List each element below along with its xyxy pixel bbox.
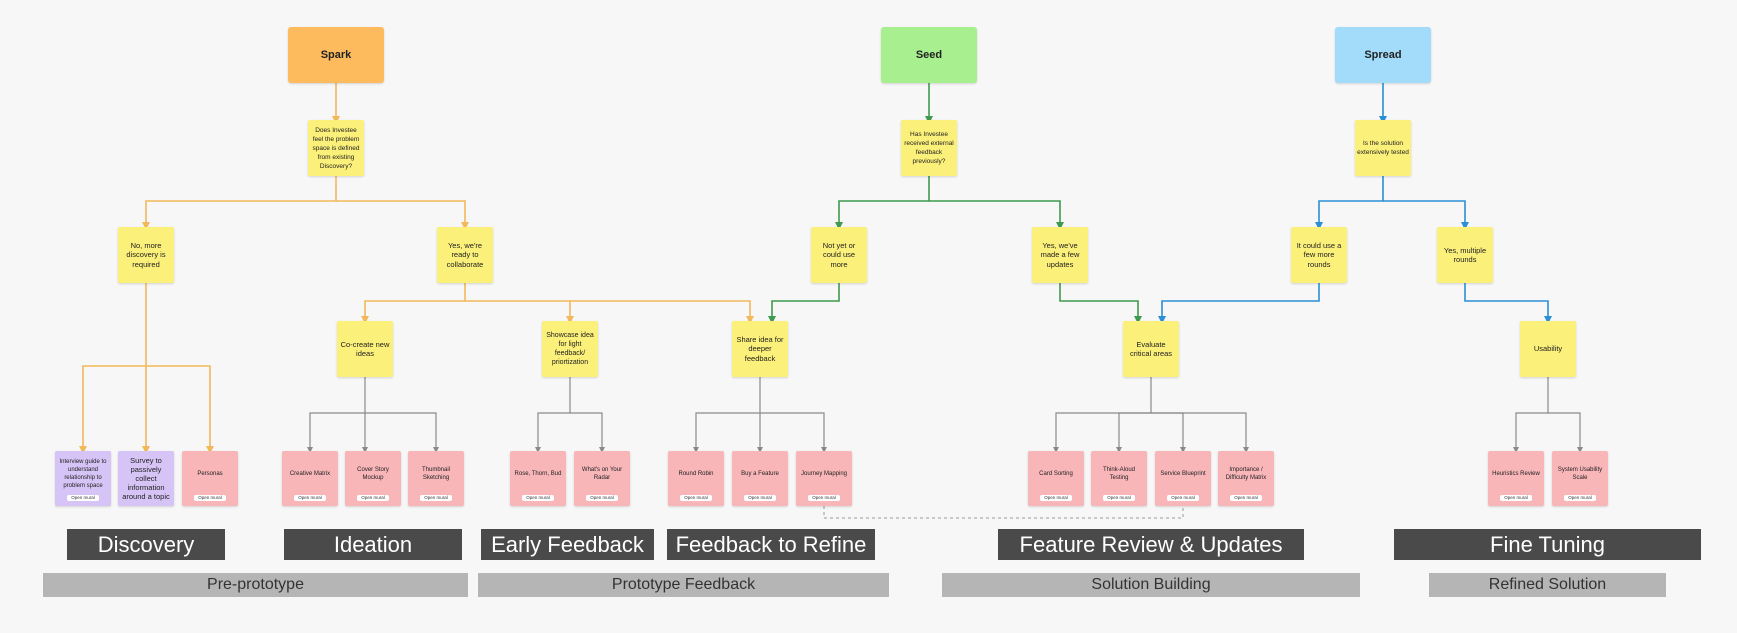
phase-early-feedback: Early Feedback: [481, 529, 654, 560]
leaf-creative-matrix[interactable]: Creative Matrix Open mural: [282, 451, 338, 506]
open-mural-link[interactable]: Open mural: [420, 495, 452, 501]
leaf-label: Round Robin: [678, 471, 714, 477]
open-mural-link[interactable]: Open mural: [1500, 495, 1532, 501]
leaf-label: Think-Aloud Testing: [1102, 467, 1135, 481]
leaf-label: Cover Story Mockup: [357, 467, 389, 481]
category-solution-building: Solution Building: [942, 573, 1360, 597]
open-mural-link[interactable]: Open mural: [1167, 495, 1199, 501]
open-mural-link[interactable]: Open mural: [586, 495, 618, 501]
stage-seed[interactable]: Seed: [881, 27, 977, 83]
open-mural-link[interactable]: Open mural: [522, 495, 554, 501]
open-mural-link[interactable]: Open mural: [744, 495, 776, 501]
open-mural-link[interactable]: Open mural: [680, 495, 712, 501]
leaf-buy-feature[interactable]: Buy a Feature Open mural: [732, 451, 788, 506]
phase-feature-review: Feature Review & Updates: [998, 529, 1304, 560]
phase-fine-tuning: Fine Tuning: [1394, 529, 1701, 560]
open-mural-link[interactable]: Open mural: [1230, 495, 1262, 501]
leaf-interview[interactable]: Interview guide to understand relationsh…: [55, 451, 111, 506]
phase-discovery: Discovery: [67, 529, 225, 560]
phase-feedback-to-refine: Feedback to Refine: [667, 529, 875, 560]
stage-spark[interactable]: Spark: [288, 27, 384, 83]
open-mural-link[interactable]: Open mural: [1103, 495, 1135, 501]
answer-spark-no[interactable]: No, more discovery is required: [118, 227, 174, 283]
leaf-label: Card Sorting: [1039, 471, 1073, 477]
category-pre-prototype: Pre-prototype: [43, 573, 468, 597]
leaf-think-aloud[interactable]: Think-Aloud Testing Open mural: [1091, 451, 1147, 506]
answer-seed-yes[interactable]: Yes, we've made a few updates: [1032, 227, 1088, 283]
leaf-label: Buy a Feature: [741, 471, 779, 477]
question-spread[interactable]: Is the solution extensively tested: [1355, 120, 1411, 176]
leaf-label: Survey to passively collect information …: [122, 456, 170, 501]
open-mural-link[interactable]: Open mural: [357, 495, 389, 501]
leaf-survey[interactable]: Survey to passively collect information …: [118, 451, 174, 506]
open-mural-link[interactable]: Open mural: [194, 495, 226, 501]
category-refined-solution: Refined Solution: [1429, 573, 1666, 597]
activity-usability[interactable]: Usability: [1520, 321, 1576, 377]
leaf-personas[interactable]: Personas Open mural: [182, 451, 238, 506]
stage-spread[interactable]: Spread: [1335, 27, 1431, 83]
leaf-heuristics-review[interactable]: Heuristics Review Open mural: [1488, 451, 1544, 506]
activity-share[interactable]: Share idea for deeper feedback: [732, 321, 788, 377]
leaf-system-usability-scale[interactable]: System Usability Scale Open mural: [1552, 451, 1608, 506]
leaf-label: Service Blueprint: [1160, 471, 1206, 477]
leaf-card-sorting[interactable]: Card Sorting Open mural: [1028, 451, 1084, 506]
activity-evaluate[interactable]: Evaluate critical areas: [1123, 321, 1179, 377]
activity-cocreate[interactable]: Co-create new ideas: [337, 321, 393, 377]
answer-spread-no[interactable]: It could use a few more rounds: [1291, 227, 1347, 283]
leaf-journey-mapping[interactable]: Journey Mapping Open mural: [796, 451, 852, 506]
answer-spark-yes[interactable]: Yes, we're ready to collaborate: [437, 227, 493, 283]
leaf-label: Creative Matrix: [289, 471, 331, 477]
leaf-label: Heuristics Review: [1492, 471, 1540, 477]
leaf-label: System Usability Scale: [1557, 467, 1603, 481]
leaf-importance-matrix[interactable]: Importance / Difficulty Matrix Open mura…: [1218, 451, 1274, 506]
open-mural-link[interactable]: Open mural: [294, 495, 326, 501]
question-seed[interactable]: Has Investee received external feedback …: [901, 120, 957, 176]
category-prototype-feedback: Prototype Feedback: [478, 573, 889, 597]
leaf-rose-thorn-bud[interactable]: Rose, Thorn, Bud Open mural: [510, 451, 566, 506]
leaf-radar[interactable]: What's on Your Radar Open mural: [574, 451, 630, 506]
leaf-label: Thumbnail Sketching: [421, 467, 450, 481]
leaf-label: Importance / Difficulty Matrix: [1225, 467, 1267, 481]
leaf-service-blueprint[interactable]: Service Blueprint Open mural: [1155, 451, 1211, 506]
answer-seed-no[interactable]: Not yet or could use more: [811, 227, 867, 283]
answer-spread-yes[interactable]: Yes, multiple rounds: [1437, 227, 1493, 283]
leaf-label: Personas: [197, 471, 223, 477]
open-mural-link[interactable]: Open mural: [1040, 495, 1072, 501]
leaf-thumbnail[interactable]: Thumbnail Sketching Open mural: [408, 451, 464, 506]
leaf-cover-story[interactable]: Cover Story Mockup Open mural: [345, 451, 401, 506]
open-mural-link[interactable]: Open mural: [1564, 495, 1596, 501]
question-spark[interactable]: Does Investee feel the problem space is …: [308, 120, 364, 176]
leaf-round-robin[interactable]: Round Robin Open mural: [668, 451, 724, 506]
leaf-label: Rose, Thorn, Bud: [514, 471, 562, 477]
leaf-label: Interview guide to understand relationsh…: [59, 459, 107, 489]
phase-ideation: Ideation: [284, 529, 462, 560]
open-mural-link[interactable]: Open mural: [808, 495, 840, 501]
leaf-label: Journey Mapping: [800, 471, 848, 477]
leaf-label: What's on Your Radar: [581, 467, 623, 481]
open-mural-link[interactable]: Open mural: [67, 495, 99, 501]
activity-showcase[interactable]: Showcase idea for light feedback/ priort…: [542, 321, 598, 377]
